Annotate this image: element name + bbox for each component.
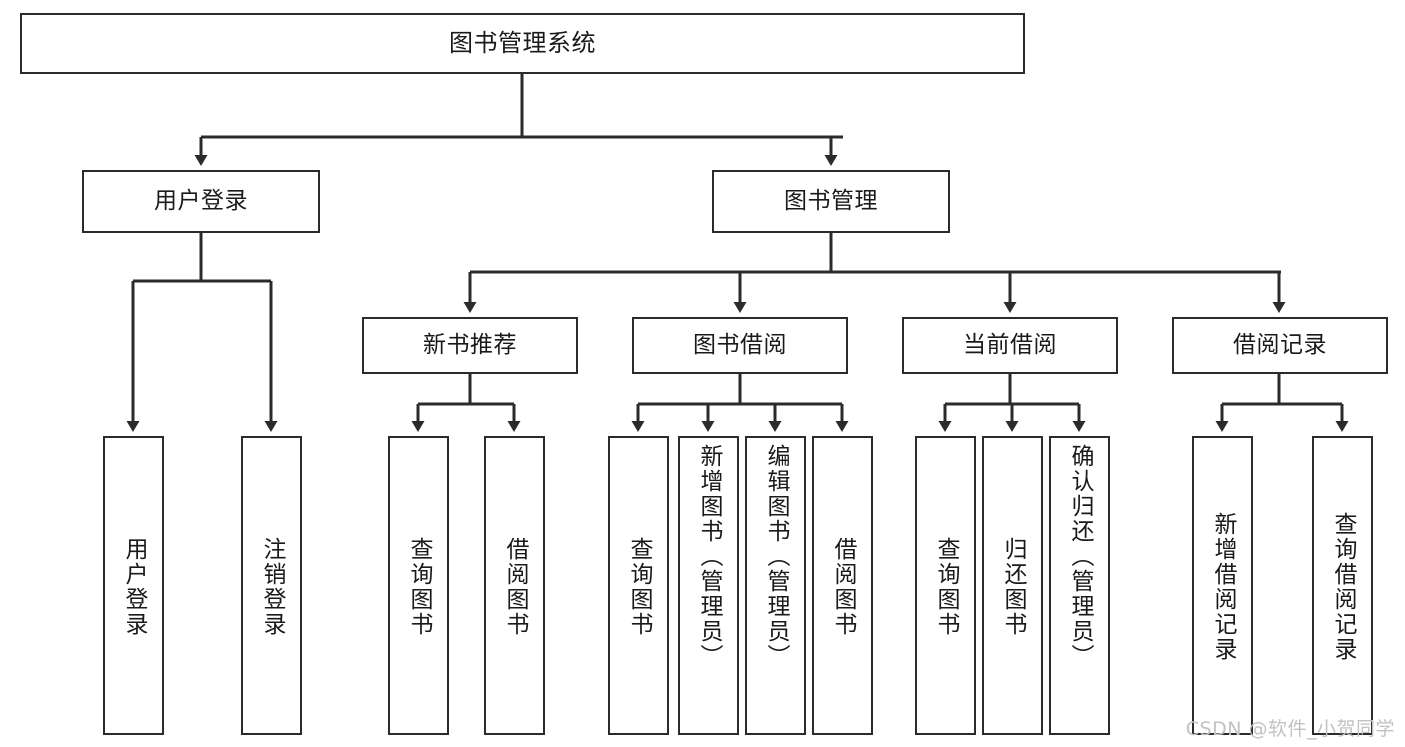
leaf-edit-book-label: 编辑图书（管理员）: [763, 444, 789, 669]
node-book-borrow[interactable]: 图书借阅: [632, 317, 848, 374]
leaf-add-record-label: 新增借阅记录: [1210, 511, 1236, 662]
leaf-add-record[interactable]: 新增借阅记录: [1192, 436, 1253, 735]
node-user-login[interactable]: 用户登录: [82, 170, 320, 233]
leaf-query-book-2[interactable]: 查询图书: [608, 436, 669, 735]
node-new-book-rec[interactable]: 新书推荐: [362, 317, 578, 374]
node-borrow-record-label: 借阅记录: [1233, 332, 1327, 359]
watermark: CSDN @软件_小贺同学: [1185, 718, 1395, 740]
leaf-user-login[interactable]: 用户登录: [103, 436, 164, 735]
leaf-query-book-3-label: 查询图书: [933, 536, 959, 637]
node-borrow-record[interactable]: 借阅记录: [1172, 317, 1388, 374]
node-new-book-rec-label: 新书推荐: [423, 332, 517, 359]
leaf-query-book-2-label: 查询图书: [626, 536, 652, 637]
leaf-user-login-label: 用户登录: [121, 536, 147, 637]
leaf-add-book[interactable]: 新增图书（管理员）: [678, 436, 739, 735]
node-book-manage-label: 图书管理: [784, 188, 878, 215]
node-book-borrow-label: 图书借阅: [693, 332, 787, 359]
leaf-logout-label: 注销登录: [259, 536, 285, 637]
leaf-query-record[interactable]: 查询借阅记录: [1312, 436, 1373, 735]
leaf-query-book-1-label: 查询图书: [406, 536, 432, 637]
leaf-return-book[interactable]: 归还图书: [982, 436, 1043, 735]
leaf-borrow-book-1-label: 借阅图书: [502, 536, 528, 637]
leaf-query-record-label: 查询借阅记录: [1330, 511, 1356, 662]
leaf-borrow-book-2[interactable]: 借阅图书: [812, 436, 873, 735]
leaf-confirm-return[interactable]: 确认归还（管理员）: [1049, 436, 1110, 735]
leaf-return-book-label: 归还图书: [1000, 536, 1026, 637]
node-current-borrow-label: 当前借阅: [963, 332, 1057, 359]
leaf-confirm-return-label: 确认归还（管理员）: [1067, 444, 1093, 669]
node-current-borrow[interactable]: 当前借阅: [902, 317, 1118, 374]
leaf-query-book-3[interactable]: 查询图书: [915, 436, 976, 735]
node-book-manage[interactable]: 图书管理: [712, 170, 950, 233]
node-root-label: 图书管理系统: [449, 28, 596, 57]
leaf-borrow-book-2-label: 借阅图书: [830, 536, 856, 637]
leaf-edit-book[interactable]: 编辑图书（管理员）: [745, 436, 806, 735]
node-root[interactable]: 图书管理系统: [20, 13, 1025, 74]
leaf-logout[interactable]: 注销登录: [241, 436, 302, 735]
leaf-add-book-label: 新增图书（管理员）: [696, 444, 722, 669]
node-user-login-label: 用户登录: [154, 188, 248, 215]
leaf-query-book-1[interactable]: 查询图书: [388, 436, 449, 735]
leaf-borrow-book-1[interactable]: 借阅图书: [484, 436, 545, 735]
